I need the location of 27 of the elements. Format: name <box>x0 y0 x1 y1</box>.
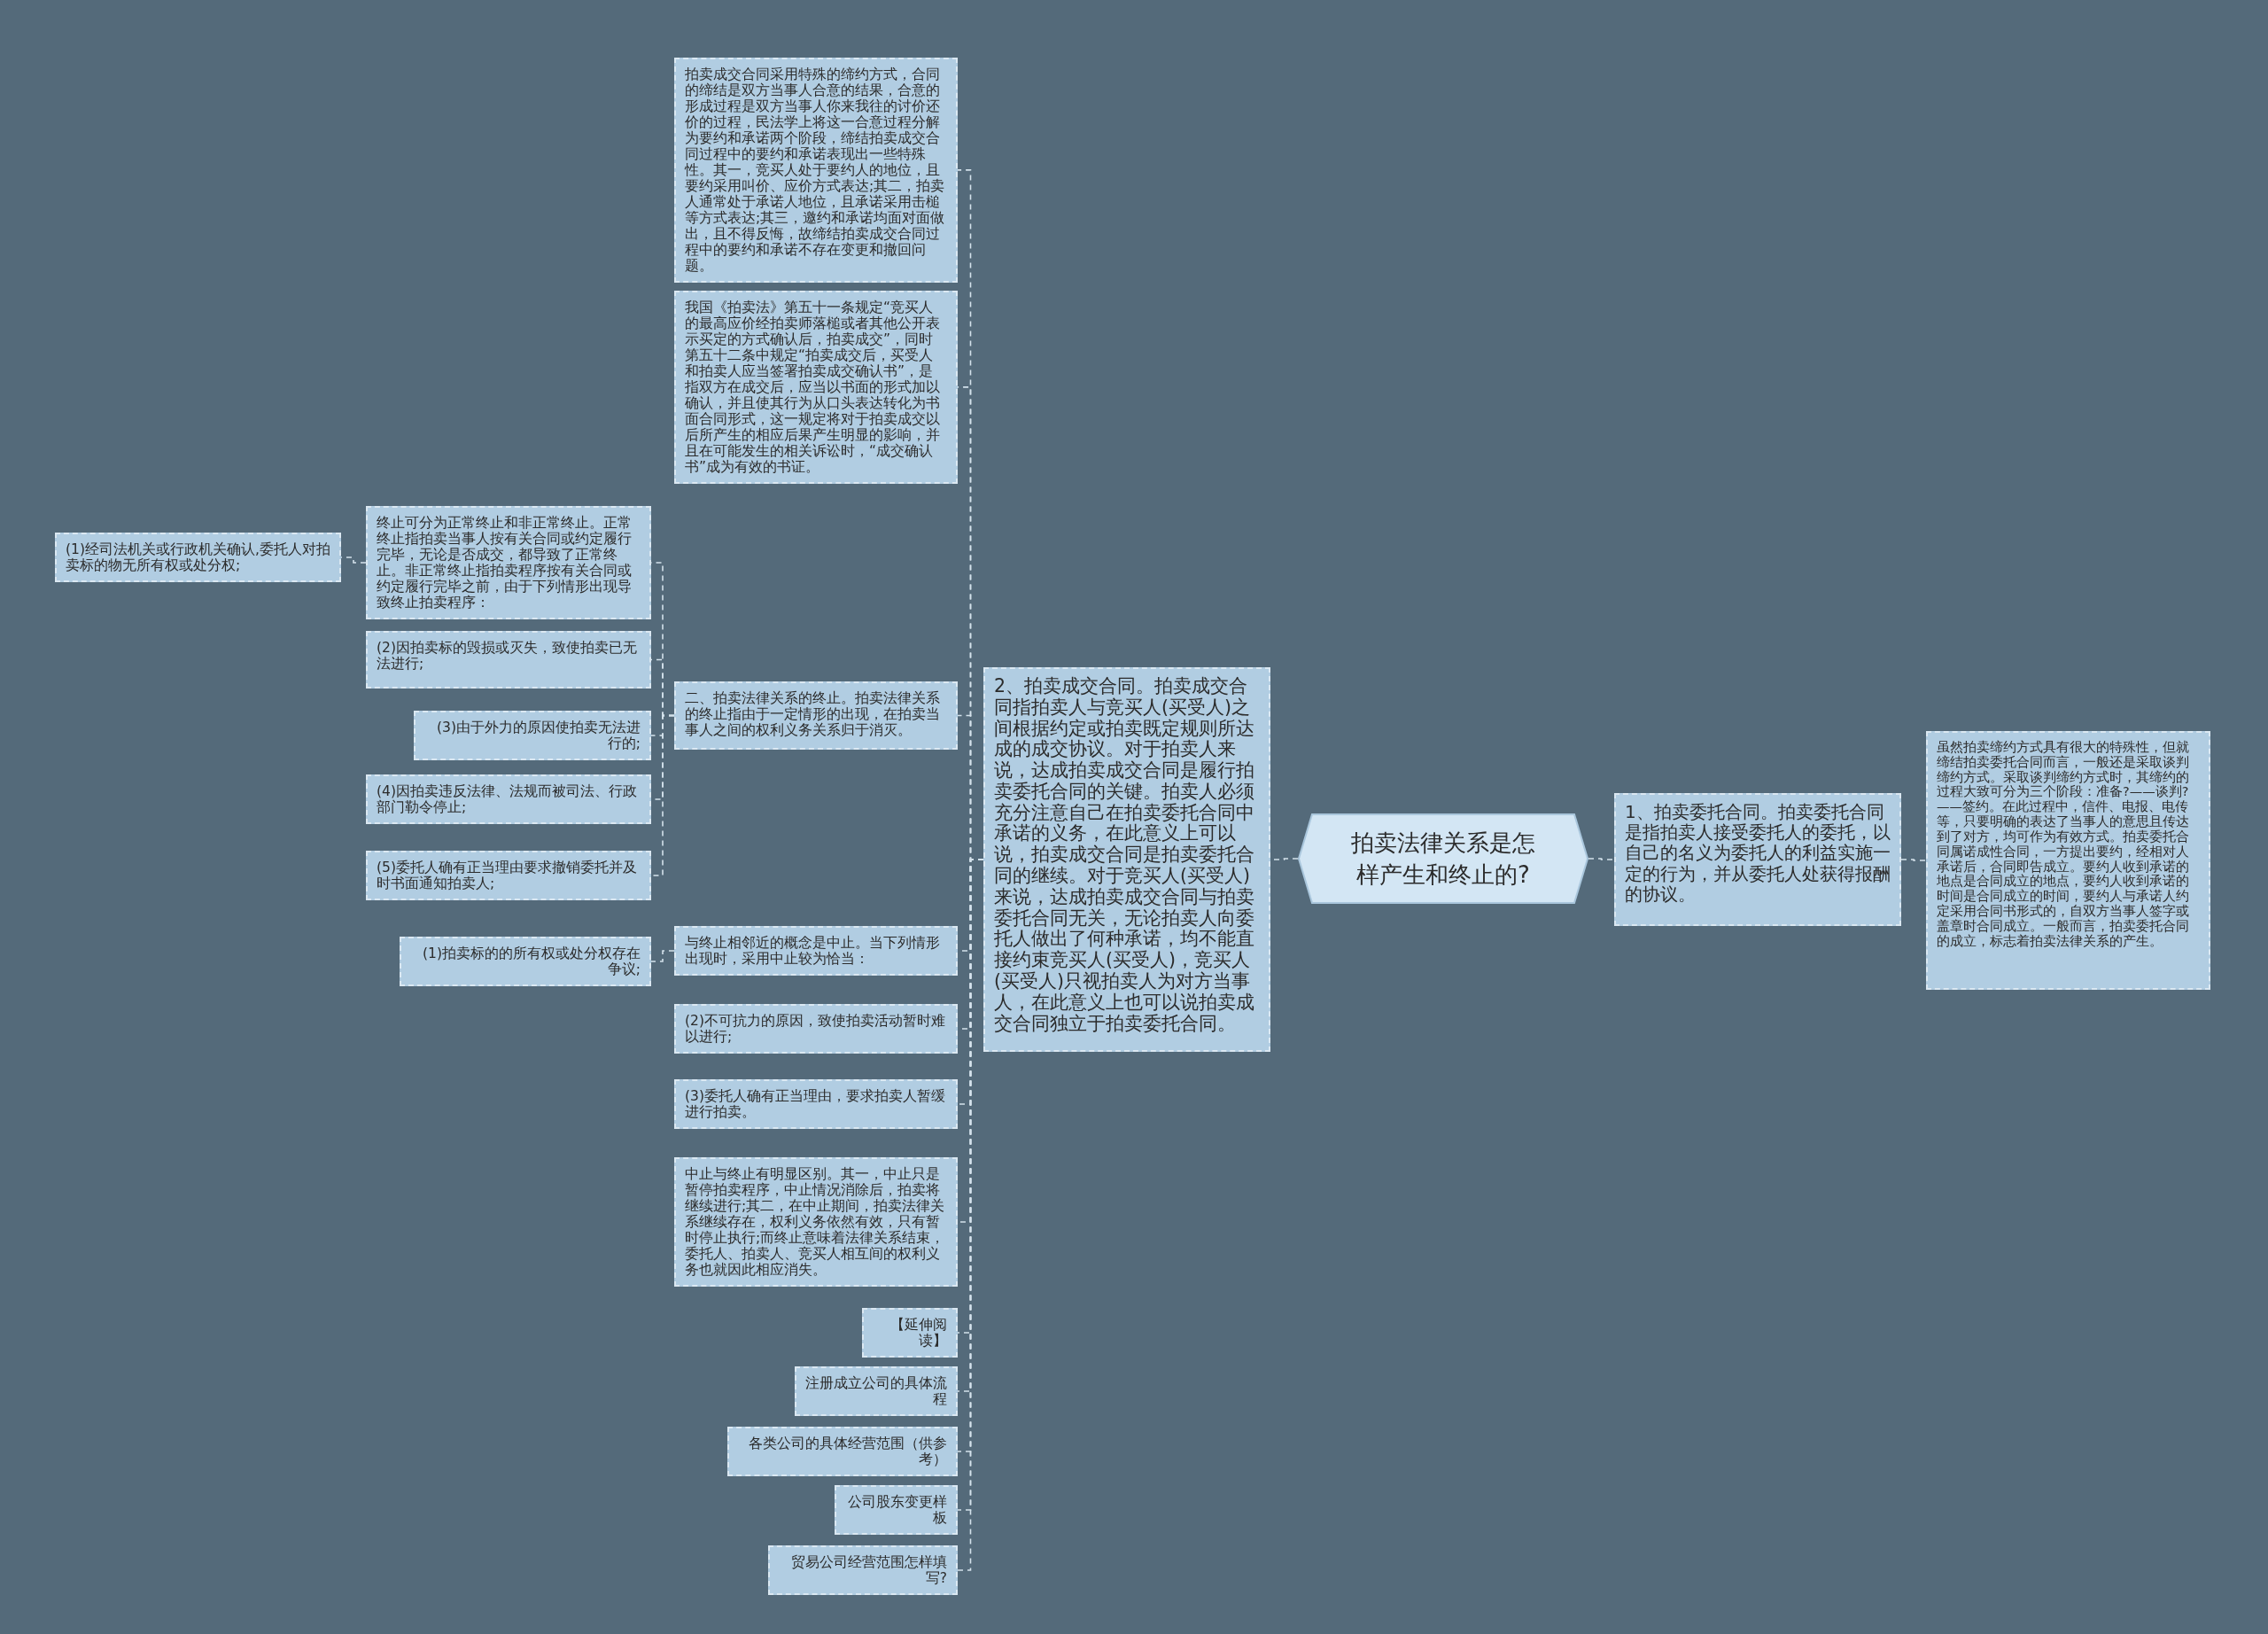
topic-box: (1)经司法机关或行政机关确认,委托人对拍卖标的物无所有权或处分权; <box>55 533 341 582</box>
topic-box: 中止与终止有明显区别。其一，中止只是暂停拍卖程序，中止情况消除后，拍卖将继续进行;其二，在中止期间，拍卖法律关系继续存在，权利义务依然有效，只有暂时停止执行;而终止意味着法律关系结束，委托人、拍卖人、竞买人相互间的权利义务也就因此相应消失。 <box>674 1157 958 1287</box>
topic-box: 与终止相邻近的概念是中止。当下列情形出现时，采用中止较为恰当： <box>674 926 958 976</box>
topic-box: 公司股东变更样板 <box>835 1485 958 1535</box>
topic-box: 贸易公司经营范围怎样填写? <box>768 1545 958 1595</box>
connector-line <box>1588 858 1615 860</box>
topic-box: (1)拍卖标的的所有权或处分权存在争议; <box>400 937 651 986</box>
topic-box: 拍卖成交合同采用特殊的缔约方式，合同的缔结是双方当事人合意的结果，合意的形成过程是双方当事人你来我往的讨价还价的过程，民法学上将这一合意过程分解为要约和承诺两个阶段，缔结拍卖成交合同过程中的要约和承诺表现出一些特殊性。其一，竞买人处于要约人的地位，且要约采用叫价、应价方式表达;其二，拍卖人通常处于承诺人地位，且承诺采用击槌等方式表达;其三，邀约和承诺均面对面做出，且不得反悔，故缔结拍卖成交合同过程中的要约和承诺不存在变更和撤回问题。 <box>674 58 958 283</box>
topic-box: 虽然拍卖缔约方式具有很大的特殊性，但就缔结拍卖委托合同而言，一般还是采取谈判缔约方式。采取谈判缔约方式时，其缔约的过程大致可分为三个阶段：准备?——谈判?——签约。在此过程中，信件、电报、电传等，只要明确的表达了当事人的意思且传达到了对方，均可作为有效方式。拍卖委托合同属诺成性合同，一方提出要约，经相对人承诺后，合同即告成立。要约人收到承诺的地点是合同成立的地点，要约人收到承诺的时间是合同成立的时间，要约人与承诺人约定采用合同书形式的，自双方当事人签字或盖章时合同成立。一般而言，拍卖委托合同的成立，标志着拍卖法律关系的产生。 <box>1926 731 2210 990</box>
connector-line <box>1900 859 1927 861</box>
connector-line <box>650 950 675 962</box>
topic-box: 注册成立公司的具体流程 <box>795 1366 958 1416</box>
connector-line <box>650 714 675 876</box>
topic-box: 终止可分为正常终止和非正常终止。正常终止指拍卖当事人按有关合同或约定履行完毕，无论是否成交，都导致了正常终止。非正常终止指拍卖程序按有关合同或约定履行完毕之前，由于下列情形出现导致终止拍卖程序： <box>366 506 651 619</box>
topic-box: (4)因拍卖违反法律、法规而被司法、行政部门勒令停止; <box>366 774 651 824</box>
topic-box: (5)委托人确有正当理由要求撤销委托并及时书面通知拍卖人; <box>366 851 651 900</box>
topic-box: (3)委托人确有正当理由，要求拍卖人暂缓进行拍卖。 <box>674 1079 958 1129</box>
topic-box: 各类公司的具体经营范围（供参考） <box>727 1427 958 1476</box>
topic-box: 二、拍卖法律关系的终止。拍卖法律关系的终止指由于一定情形的出现，在拍卖当事人之间的权利义务关系归于消灭。 <box>674 681 958 750</box>
central-topic: 拍卖法律关系是怎样产生和终止的? <box>1298 813 1588 904</box>
topic-box: (3)由于外力的原因使拍卖无法进行的; <box>414 711 651 760</box>
topic-box: 我国《拍卖法》第五十一条规定“竞买人的最高应价经拍卖师落槌或者其他公开表示买定的方式确认后，拍卖成交”，同时第五十二条中规定“拍卖成交后，买受人和拍卖人应当签署拍卖成交确认书”，是指双方在成交后，应当以书面的形式加以确认，并且使其行为从口头表达转化为书面合同形式，这一规定将对于拍卖成交以后所产生的相应后果产生明显的影响，并且在可能发生的相关诉讼时，“成交确认书”成为有效的书证。 <box>674 291 958 484</box>
topic-box: 【延伸阅读】 <box>862 1308 958 1358</box>
topic-box: 2、拍卖成交合同。拍卖成交合同指拍卖人与竞买人(买受人)之间根据约定或拍卖既定规则所达成的成交协议。对于拍卖人来说，达成拍卖成交合同是履行拍卖委托合同的关键。拍卖人必须充分注意自己在拍卖委托合同中承诺的义务，在此意义上可以说，拍卖成交合同是拍卖委托合同的继续。对于竞买人(买受人)来说，达成拍卖成交合同与拍卖委托合同无关，无论拍卖人向委托人做出了何种承诺，均不能直接约束竞买人(买受人)，竞买人(买受人)只视拍卖人为对方当事人，在此意义上也可以说拍卖成交合同独立于拍卖委托合同。 <box>983 667 1270 1052</box>
topic-box: 1、拍卖委托合同。拍卖委托合同是指拍卖人接受委托人的委托，以自己的名义为委托人的利益实施一定的行为，并从委托人处获得报酬的协议。 <box>1614 793 1901 926</box>
topic-box: (2)因拍卖标的毁损或灭失，致使拍卖已无法进行; <box>366 631 651 689</box>
topic-box: (2)不可抗力的原因，致使拍卖活动暂时难以进行; <box>674 1004 958 1054</box>
